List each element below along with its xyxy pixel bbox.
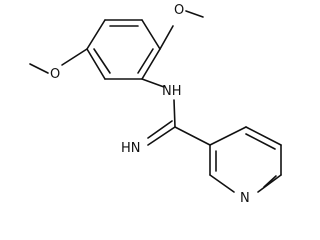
bond-pyridine-double-1 — [245, 133, 276, 150]
oxygen-left-label: O — [50, 67, 60, 82]
bond-carbon-to-pyridine — [174, 126, 211, 146]
bond-methoxy-top-1 — [159, 25, 174, 50]
bond-nh-to-carbon — [173, 99, 176, 128]
bond-ring-a-double-3 — [93, 48, 111, 74]
bond-pyridine-2 — [245, 126, 282, 146]
molecule-diagram: O O NH HN N — [29, 3, 282, 206]
bond-pyridine-double-3 — [263, 175, 277, 188]
pyridine-n-label: N — [240, 191, 250, 206]
oxygen-top-label: O — [174, 3, 184, 18]
bond-imine-double-1 — [147, 126, 176, 146]
bond-ring-to-nh — [141, 78, 165, 88]
bond-methoxy-top-2 — [185, 10, 204, 18]
bond-ring-a-5 — [86, 48, 106, 80]
bond-methoxy-left-2 — [29, 63, 49, 74]
bond-ring-a-6 — [86, 19, 106, 50]
bond-imine-double-2 — [147, 120, 173, 139]
bond-pyridine-1 — [209, 126, 247, 146]
bond-methoxy-left-1 — [61, 48, 88, 66]
chemical-structure-canvas: O O NH HN N — [29, 3, 282, 206]
bond-ring-a-2 — [141, 19, 161, 50]
nh-label: NH — [162, 84, 182, 99]
bond-pyridine-4 — [257, 174, 282, 193]
imine-hn-label: HN — [121, 141, 141, 156]
bond-pyridine-5 — [209, 174, 235, 193]
bond-ring-a-double-2 — [137, 48, 154, 74]
bond-ring-a-3 — [141, 48, 161, 80]
